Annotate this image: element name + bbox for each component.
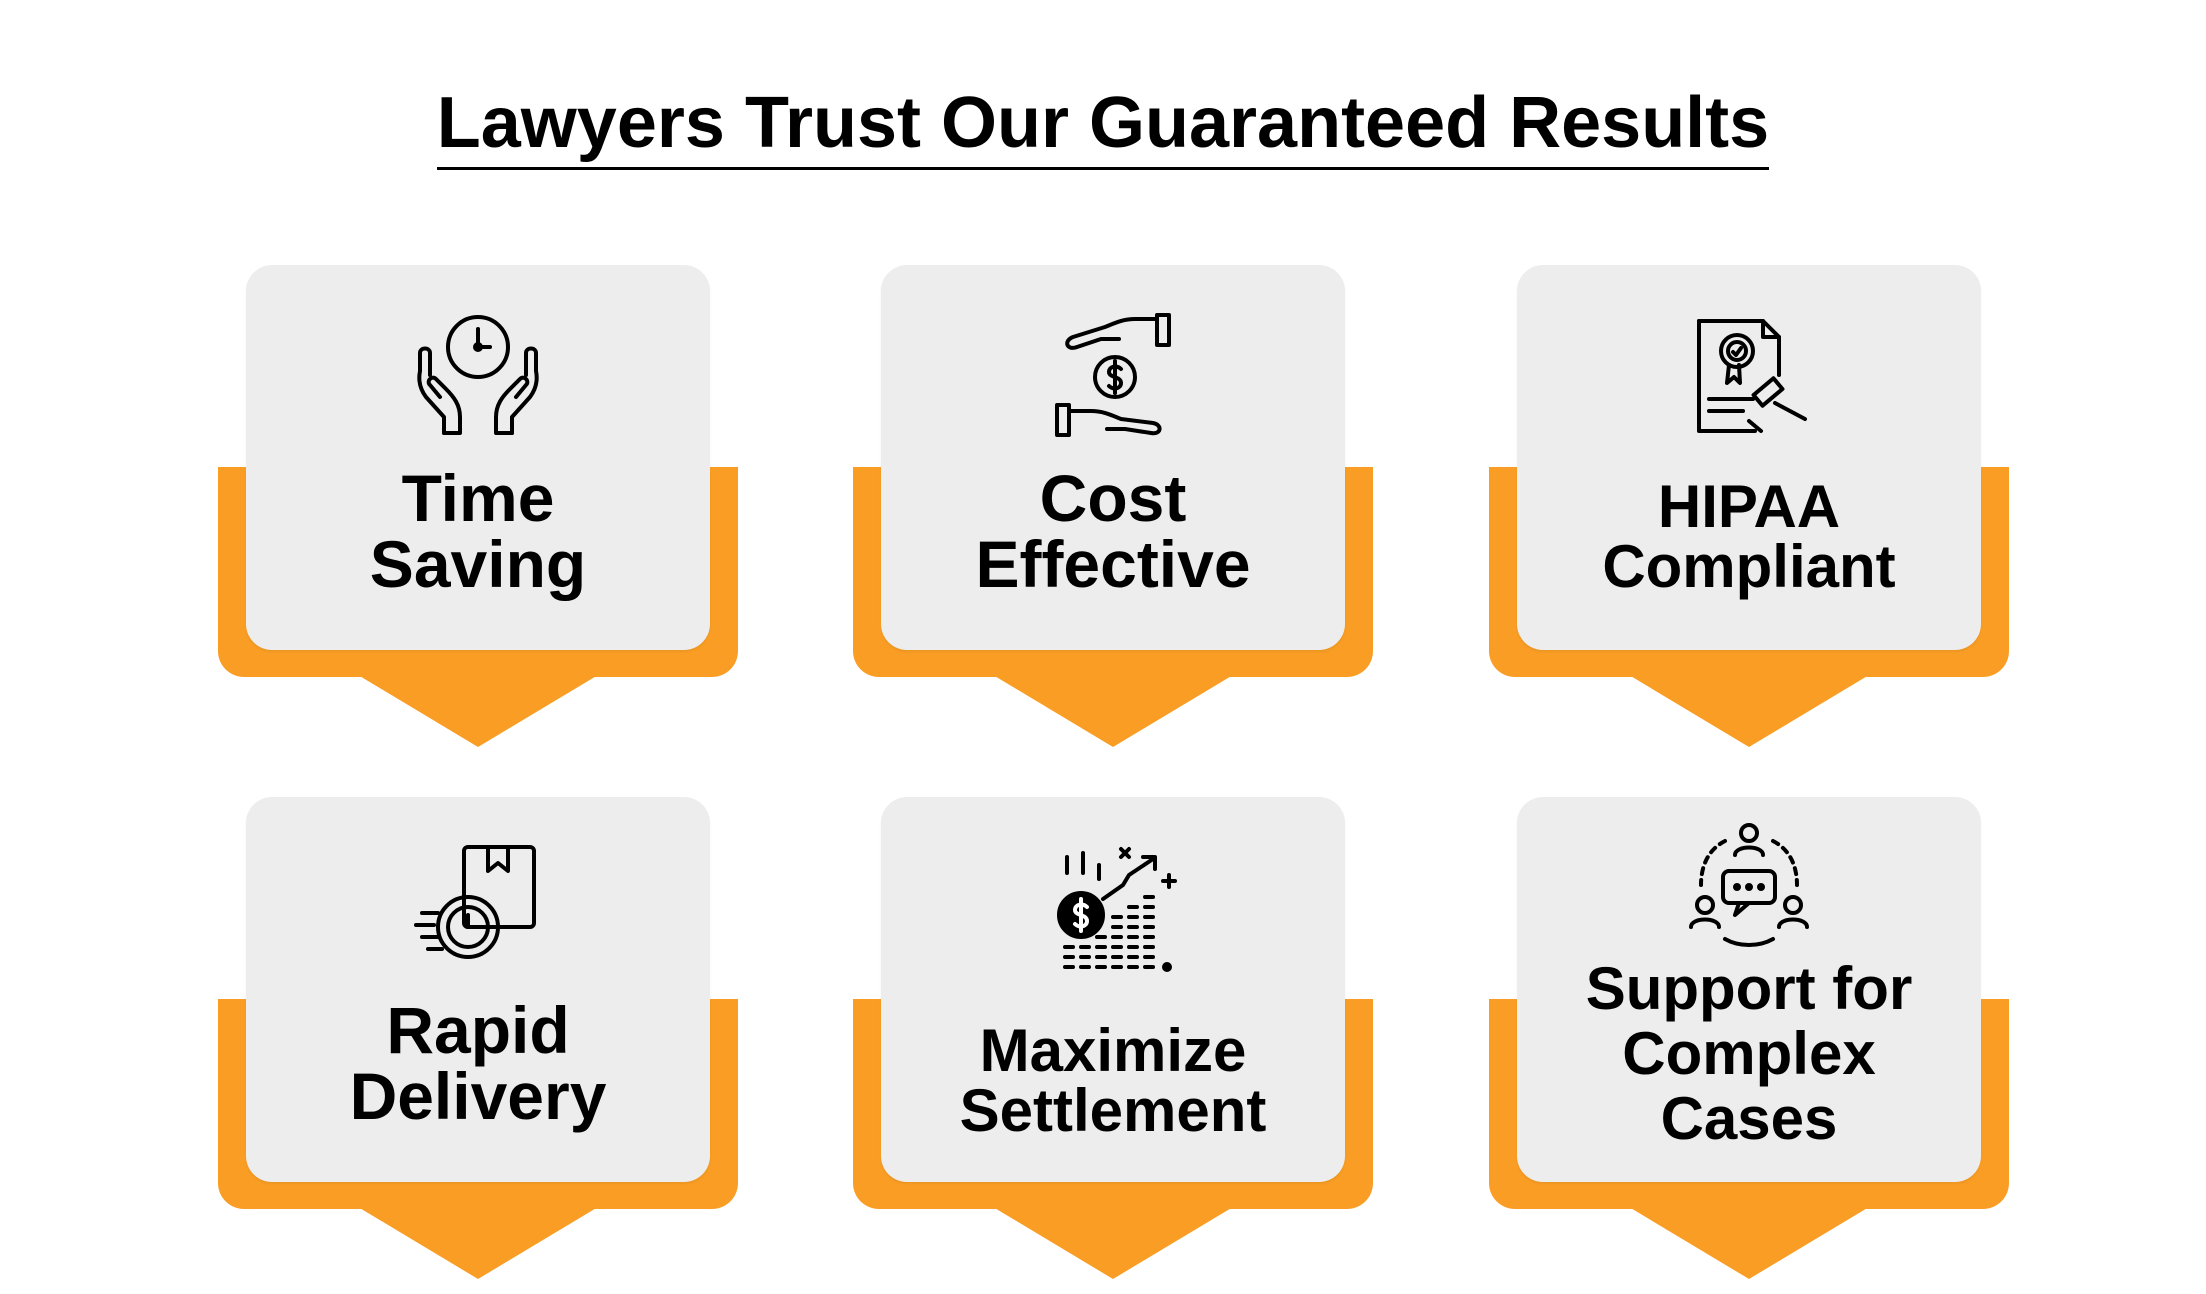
card-label-line: HIPAA — [1657, 473, 1841, 540]
card-arrow — [993, 1207, 1233, 1279]
card-label: HIPAA Compliant — [1527, 477, 1971, 597]
card-panel: Rapid Delivery — [246, 797, 710, 1182]
card-label-line: Support for — [1585, 955, 1913, 1022]
card-panel: HIPAA Compliant — [1517, 265, 1981, 650]
page-title: Lawyers Trust Our Guaranteed Results — [0, 82, 2206, 170]
money-growth-icon — [1043, 837, 1183, 977]
card-label: Rapid Delivery — [256, 997, 700, 1129]
card-panel: Maximize Settlement — [881, 797, 1345, 1182]
card-label: Maximize Settlement — [891, 1021, 1335, 1141]
certificate-gavel-icon — [1679, 305, 1819, 445]
card-panel: Cost Effective — [881, 265, 1345, 650]
card-arrow — [358, 1207, 598, 1279]
feature-card-cost-effective: Cost Effective — [853, 265, 1373, 747]
card-panel: Support for Complex Cases — [1517, 797, 1981, 1182]
card-arrow — [993, 675, 1233, 747]
card-label-line: Maximize — [979, 1017, 1247, 1084]
card-label: Support for Complex Cases — [1527, 955, 1971, 1152]
team-chat-icon — [1679, 815, 1819, 955]
box-clock-icon — [408, 837, 548, 977]
card-label-line: Delivery — [349, 1059, 607, 1133]
card-arrow — [1629, 1207, 1869, 1279]
hands-money-icon — [1043, 305, 1183, 445]
card-label-line: Settlement — [959, 1077, 1267, 1144]
card-label: Time Saving — [256, 465, 700, 597]
card-arrow — [358, 675, 598, 747]
card-label: Cost Effective — [891, 465, 1335, 597]
card-label-line: Compliant — [1602, 533, 1896, 600]
card-label-line: Cost — [1039, 461, 1187, 535]
card-label-line: Cases — [1660, 1084, 1838, 1152]
feature-card-maximize-settlement: Maximize Settlement — [853, 797, 1373, 1279]
card-label-line: Time — [401, 461, 555, 535]
page-title-text: Lawyers Trust Our Guaranteed Results — [436, 83, 1770, 170]
feature-card-rapid-delivery: Rapid Delivery — [218, 797, 738, 1279]
feature-card-time-saving: Time Saving — [218, 265, 738, 747]
card-arrow — [1629, 675, 1869, 747]
feature-card-hipaa-compliant: HIPAA Compliant — [1489, 265, 2009, 747]
card-label-line: Rapid — [386, 993, 570, 1067]
hands-clock-icon — [408, 305, 548, 445]
card-label-line: Complex — [1622, 1019, 1876, 1087]
card-label-line: Saving — [369, 527, 587, 601]
card-label-line: Effective — [975, 527, 1251, 601]
feature-card-support-complex-cases: Support for Complex Cases — [1489, 797, 2009, 1279]
card-panel: Time Saving — [246, 265, 710, 650]
